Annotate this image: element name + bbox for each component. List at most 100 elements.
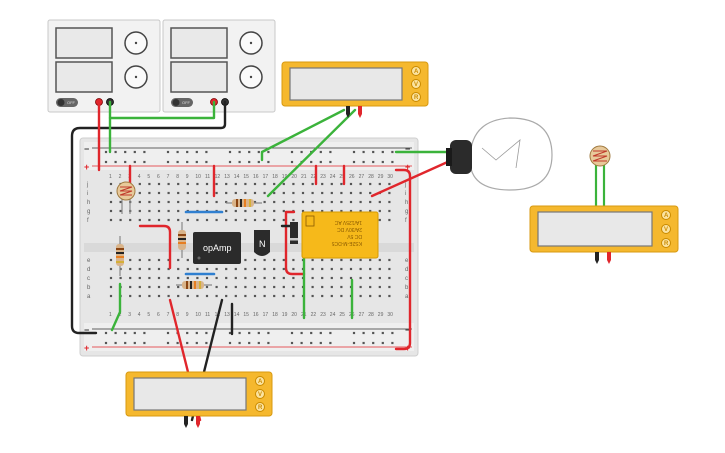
psu1-off-label: OFF [67, 100, 76, 105]
wire-black-psu-loop[interactable] [70, 100, 227, 335]
column-number: 29 [378, 312, 384, 318]
psu1-display-voltage [55, 27, 113, 59]
resistor-2[interactable] [178, 222, 186, 258]
center-channel [84, 243, 414, 252]
mode-label: A [258, 379, 263, 385]
column-number: 8 [176, 312, 179, 318]
resistor-4[interactable] [176, 281, 212, 289]
mode-r-button[interactable] [411, 92, 421, 102]
wire-green-psu2-link[interactable] [108, 100, 216, 120]
column-number: 23 [320, 174, 326, 180]
column-number: 19 [282, 174, 288, 180]
row-letter: i [87, 191, 88, 197]
photoresistor-external[interactable] [589, 145, 611, 206]
multimeter-display [537, 211, 653, 247]
column-number: 25 [339, 174, 345, 180]
column-number: 27 [359, 312, 365, 318]
transistor-label: N [259, 239, 266, 249]
mode-label: R [258, 405, 263, 411]
relay-line-1: KS2E-M-DC5 [331, 240, 362, 246]
column-number: 1 [109, 312, 112, 318]
column-number: 10 [195, 174, 201, 180]
mode-a-button[interactable] [661, 210, 671, 220]
power-supply-1[interactable]: OFF [47, 19, 161, 113]
top-rail [84, 142, 414, 170]
column-number: 15 [243, 312, 249, 318]
mode-v-button[interactable] [411, 79, 421, 89]
mode-r-button[interactable] [255, 402, 265, 412]
resistor-1[interactable] [226, 199, 262, 207]
column-number: 14 [234, 174, 240, 180]
column-number: 29 [378, 174, 384, 180]
multimeter-probe-terminals[interactable] [595, 252, 611, 264]
wire-red-center[interactable] [138, 224, 172, 270]
mode-label: V [258, 392, 262, 398]
column-number: 2 [119, 312, 122, 318]
column-number: 17 [263, 174, 269, 180]
npn-transistor[interactable]: N [254, 230, 270, 256]
column-number: 20 [291, 174, 297, 180]
column-number: 6 [157, 312, 160, 318]
diode[interactable] [290, 222, 298, 244]
column-number: 4 [138, 312, 141, 318]
bottom-rail [84, 323, 414, 351]
row-letter: f [405, 218, 407, 224]
column-number: 13 [224, 312, 230, 318]
resistor-3[interactable] [116, 236, 124, 276]
row-letter: e [405, 258, 409, 264]
light-bulb[interactable] [446, 117, 553, 191]
row-letter: b [405, 285, 409, 291]
mode-a-button[interactable] [411, 66, 421, 76]
svg-text:−: − [405, 325, 410, 335]
column-number: 25 [339, 312, 345, 318]
column-number: 3 [128, 312, 131, 318]
row-letter: d [405, 267, 408, 273]
column-number: 13 [224, 174, 230, 180]
row-letter: i [405, 191, 406, 197]
column-number: 20 [291, 312, 297, 318]
mode-label: V [664, 227, 668, 233]
multimeter-display [289, 67, 403, 101]
mode-v-button[interactable] [661, 224, 671, 234]
multimeter-display [133, 377, 247, 411]
wire-red-bulb[interactable] [370, 158, 454, 198]
mode-a-button[interactable] [255, 376, 265, 386]
column-number: 18 [272, 174, 278, 180]
wire-red-right[interactable] [394, 168, 412, 351]
wire-green-meter-top[interactable] [260, 108, 346, 162]
column-number: 5 [147, 312, 150, 318]
row-letter: g [405, 209, 408, 215]
row-letter: c [405, 276, 408, 282]
column-number: 9 [186, 174, 189, 180]
psu1-display-current [55, 61, 113, 93]
column-number: 26 [349, 174, 355, 180]
mode-label: R [414, 95, 419, 101]
relay[interactable]: KS2E-M-DC5 DC 5V 2A/30V DC 1A/125V AC [301, 211, 379, 259]
column-number: 17 [263, 312, 269, 318]
mode-label: A [664, 213, 669, 219]
multimeter-1[interactable]: AVR [281, 61, 429, 118]
relay-line-2: DC 5V [347, 233, 362, 239]
column-number: 14 [234, 312, 240, 318]
column-number: 7 [167, 312, 170, 318]
row-letter: b [87, 285, 91, 291]
mode-label: V [414, 82, 418, 88]
column-number: 30 [387, 174, 393, 180]
column-number: 21 [301, 174, 307, 180]
psu2-off-label: OFF [182, 100, 191, 105]
multimeter-probe-terminals[interactable] [184, 416, 200, 428]
mode-r-button[interactable] [661, 238, 671, 248]
wire-green-meter-top-2[interactable] [266, 108, 357, 198]
photoresistor-board[interactable] [116, 181, 136, 214]
column-number: 15 [243, 174, 249, 180]
mode-v-button[interactable] [255, 389, 265, 399]
multimeter-2[interactable]: AVR [529, 205, 679, 264]
opamp-chip[interactable]: opAmp [193, 232, 241, 264]
column-number: 9 [186, 312, 189, 318]
top-minus-sign: − [84, 144, 89, 154]
column-number: 16 [253, 312, 259, 318]
multimeter-probe-terminals[interactable] [346, 106, 362, 118]
row-letter: j [404, 182, 406, 188]
power-supply-2[interactable]: OFF [162, 19, 276, 113]
multimeter-3[interactable]: A V R [125, 371, 273, 428]
